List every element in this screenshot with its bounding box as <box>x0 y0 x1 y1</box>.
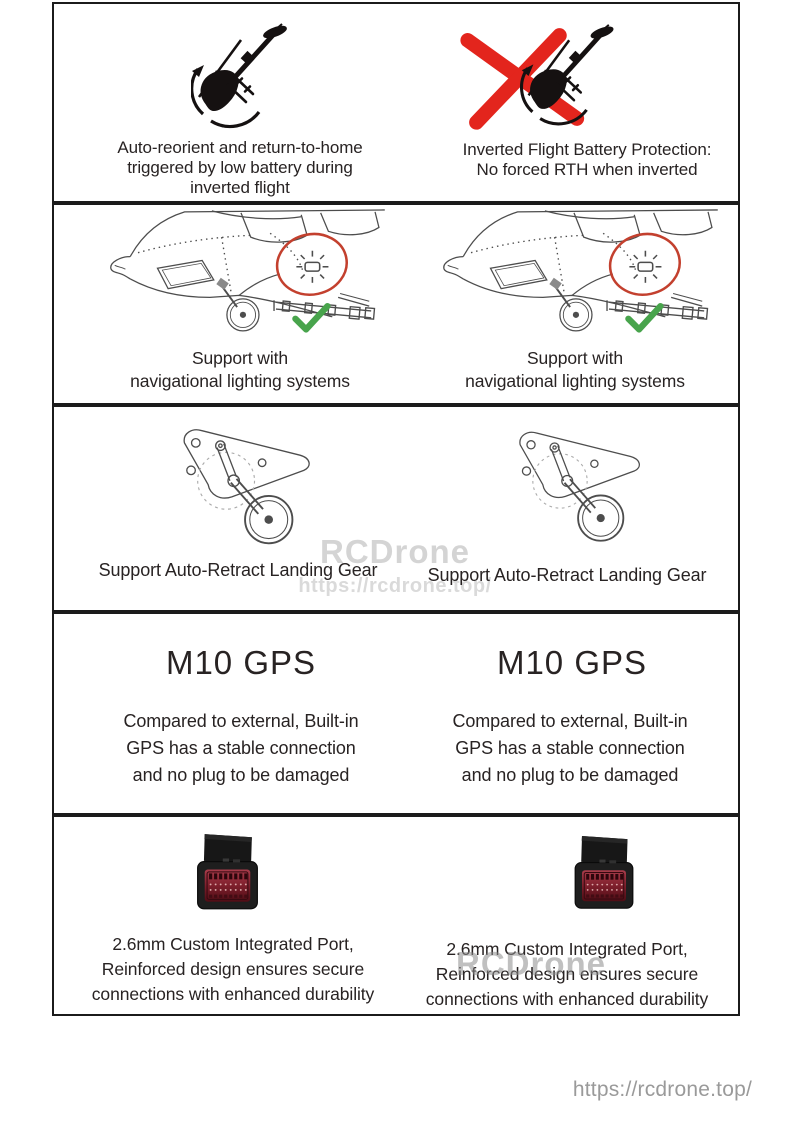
feature-cell-right: 2.6mm Custom Integrated Port, Reinforced… <box>396 817 738 1014</box>
feature-comparison-sheet: Auto-reorient and return-to-home trigger… <box>52 2 740 1016</box>
feature-cell-left: Support with navigational lighting syste… <box>54 205 396 403</box>
feature-caption: Auto-reorient and return-to-home trigger… <box>117 138 363 197</box>
watermark-brand-bottom: RCDrone <box>456 945 607 982</box>
feature-caption: 2.6mm Custom Integrated Port, Reinforced… <box>425 939 709 1009</box>
feature-cell-left: M10 GPS Compared to external, Built-in G… <box>54 614 396 813</box>
helicopter-light-illustration <box>428 207 720 345</box>
feature-caption: Compared to external, Built-in GPS has a… <box>123 711 359 785</box>
feature-cell-right: M10 GPS Compared to external, Built-in G… <box>396 614 738 813</box>
feature-caption: Compared to external, Built-in GPS has a… <box>452 711 688 785</box>
feature-cell-right: Support Auto-Retract Landing Gear <box>396 407 738 610</box>
landing-gear-illustration <box>156 421 336 549</box>
feature-cell-left: Auto-reorient and return-to-home trigger… <box>54 4 396 201</box>
feature-caption: Support Auto-Retract Landing Gear <box>427 565 707 585</box>
feature-row-landing-gear: Support Auto-Retract Landing Gear Suppor… <box>52 405 740 612</box>
footer-url: https://rcdrone.top/ <box>572 1078 752 1101</box>
connector-port-photo <box>188 830 267 920</box>
feature-cell-left: 2.6mm Custom Integrated Port, Reinforced… <box>54 817 396 1014</box>
feature-caption: Support with navigational lighting syste… <box>130 348 350 391</box>
feature-cell-left: Support Auto-Retract Landing Gear <box>54 407 396 610</box>
feature-row-port: 2.6mm Custom Integrated Port, Reinforced… <box>52 815 740 1016</box>
feature-row-gps: M10 GPS Compared to external, Built-in G… <box>52 612 740 815</box>
feature-cell-right: Support with navigational lighting syste… <box>396 205 738 403</box>
helicopter-light-illustration <box>95 207 387 345</box>
watermark-brand: RCDrone <box>319 533 470 570</box>
feature-caption: Support Auto-Retract Landing Gear <box>98 560 378 580</box>
feature-caption: Inverted Flight Battery Protection: No f… <box>462 140 712 179</box>
gps-heading: M10 GPS <box>496 644 648 681</box>
inverted-helicopter-icon <box>191 18 311 136</box>
feature-caption: 2.6mm Custom Integrated Port, Reinforced… <box>91 934 375 1004</box>
gps-heading: M10 GPS <box>165 644 317 681</box>
feature-row-navigation-lights: Support with navigational lighting syste… <box>52 203 740 405</box>
feature-caption: Support with navigational lighting syste… <box>465 348 685 391</box>
no-forced-rth-icon <box>453 18 637 136</box>
landing-gear-illustration <box>493 421 665 549</box>
watermark-url: https://rcdrone.top/ <box>298 575 492 597</box>
feature-row-battery-protection: Auto-reorient and return-to-home trigger… <box>52 2 740 203</box>
feature-cell-right: Inverted Flight Battery Protection: No f… <box>396 4 738 201</box>
connector-port-photo <box>566 830 642 920</box>
